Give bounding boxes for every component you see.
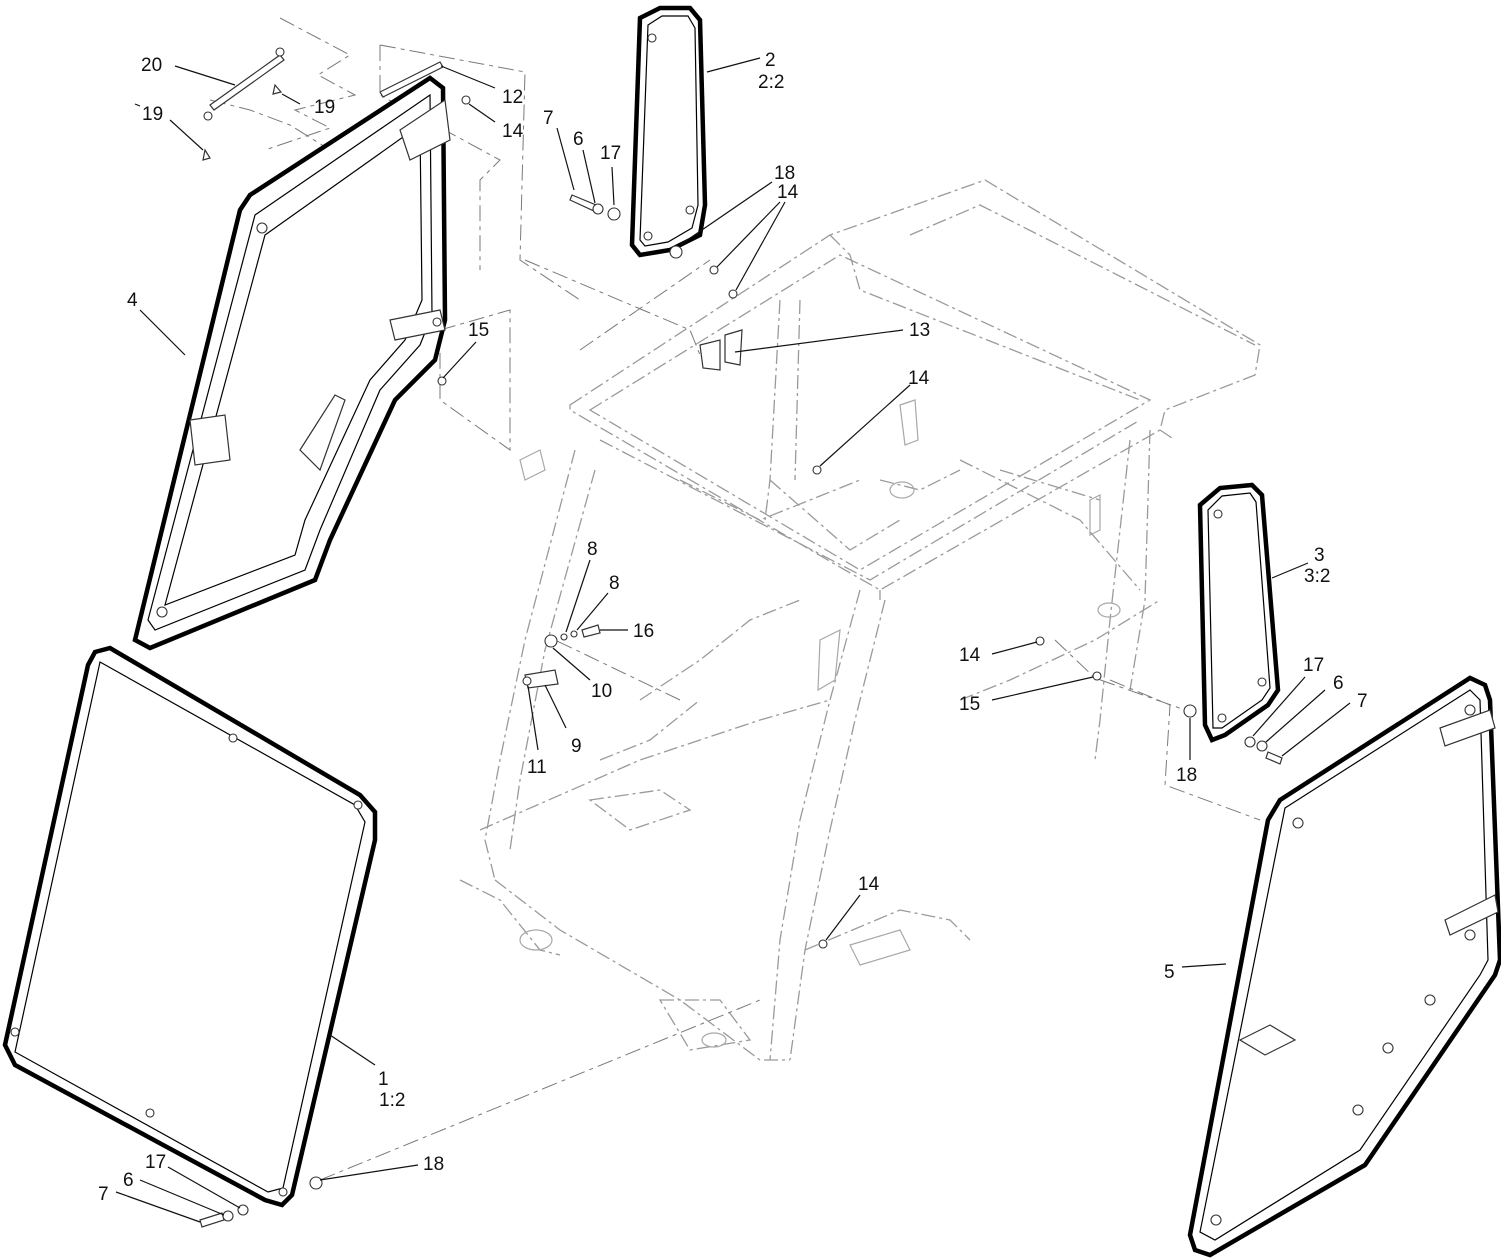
- callout-labels: 20 19 19 12 14 2 2:2 7 6 17 18 14 4 15 1…: [98, 50, 1368, 1205]
- callout-14-roof: 14: [777, 182, 799, 203]
- cab-frame: [459, 179, 1261, 1061]
- callout-16: 16: [633, 621, 654, 642]
- leader-lines: [115, 57, 1351, 1223]
- callout-1-qty: 1:2: [379, 1090, 405, 1111]
- door-part-5: [1187, 675, 1501, 1258]
- assembly-lines: [209, 17, 1261, 1181]
- callout-15-right: 15: [959, 694, 980, 715]
- window-part-2: [629, 5, 708, 258]
- callout-8-lower: 8: [609, 573, 620, 594]
- callout-18-top: 18: [774, 163, 795, 184]
- callout-7-bottom: 7: [98, 1184, 109, 1205]
- callout-3: 3: [1314, 545, 1325, 566]
- callout-19-left: 19: [142, 104, 163, 125]
- door-part-4: [132, 75, 451, 651]
- callout-12: 12: [502, 87, 523, 108]
- callout-8-upper: 8: [587, 539, 598, 560]
- callout-5: 5: [1164, 962, 1175, 983]
- windshield-part-1: [2, 645, 378, 1208]
- callout-14-top: 14: [502, 121, 524, 142]
- callout-14-bottom: 14: [858, 874, 880, 895]
- callout-10: 10: [591, 681, 612, 702]
- callout-17-top: 17: [600, 143, 621, 164]
- callout-2-qty: 2:2: [758, 72, 784, 93]
- callout-9: 9: [571, 736, 582, 757]
- callout-4: 4: [127, 290, 138, 311]
- callout-15-top: 15: [468, 320, 489, 341]
- callout-14-right: 14: [959, 645, 981, 666]
- callout-19-right: 19: [314, 97, 335, 118]
- callout-6-bottom: 6: [123, 1170, 134, 1191]
- callout-1: 1: [378, 1069, 389, 1090]
- callout-20: 20: [141, 55, 162, 76]
- hardware: [199, 47, 1283, 1228]
- callout-17-bottom: 17: [145, 1152, 166, 1173]
- callout-17-right: 17: [1303, 655, 1324, 676]
- callout-11: 11: [527, 757, 547, 778]
- callout-13: 13: [909, 320, 930, 341]
- callout-6-right: 6: [1333, 673, 1344, 694]
- callout-7-right: 7: [1357, 691, 1368, 712]
- window-part-3: [1197, 482, 1281, 743]
- callout-18-right: 18: [1176, 765, 1197, 786]
- callout-18-bottom: 18: [423, 1154, 444, 1175]
- callout-3-qty: 3:2: [1304, 566, 1330, 587]
- callout-14-mid: 14: [908, 368, 930, 389]
- callout-6-top: 6: [573, 129, 584, 150]
- callout-7-top: 7: [543, 108, 554, 129]
- callout-2: 2: [765, 50, 776, 71]
